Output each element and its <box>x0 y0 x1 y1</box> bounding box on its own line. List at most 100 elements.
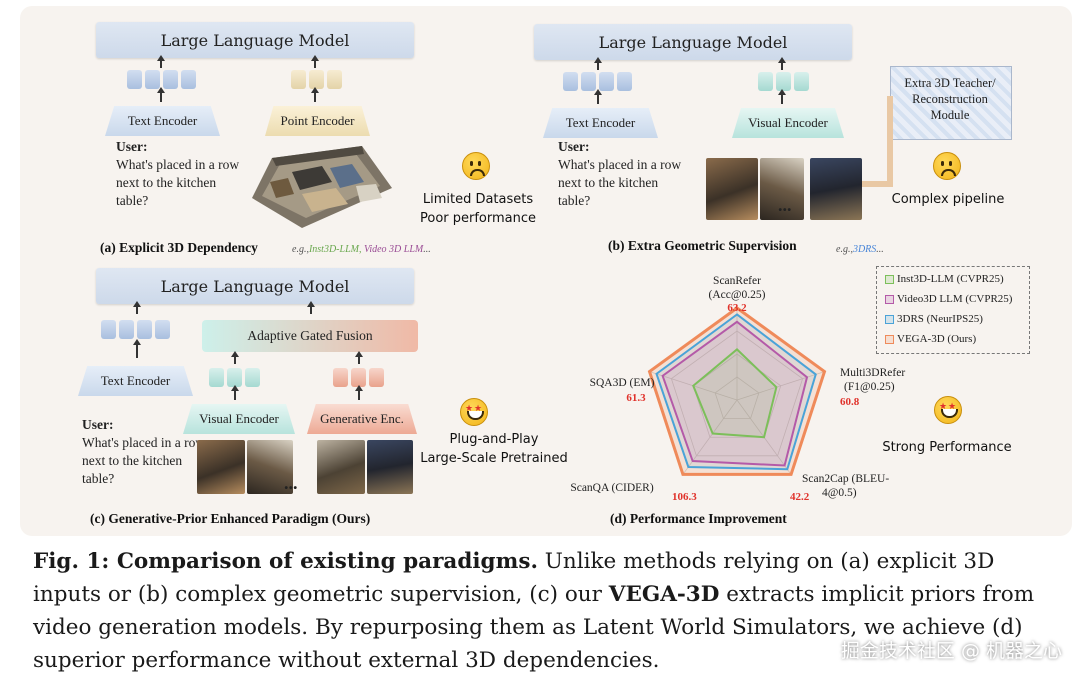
arrow-up-icon <box>157 87 165 102</box>
limitation-note-a: Limited Datasets Poor performance <box>398 190 558 228</box>
star-eyes-face-icon: ★★ <box>460 398 488 426</box>
user-query-b: User: What's placed in a row next to the… <box>558 138 688 210</box>
text-token <box>563 72 578 91</box>
eg-prefix: e.g., <box>292 244 309 255</box>
legend-swatch <box>885 314 894 324</box>
axis-label-scanqa: ScanQA (CIDER) <box>570 482 654 494</box>
radar-axis-line <box>736 371 825 401</box>
value-label-scan2cap: 42.2 <box>790 491 810 503</box>
legend-label: Video3D LLM (CVPR25) <box>897 293 1013 305</box>
limitation-note-b: Complex pipeline <box>891 192 1005 207</box>
axis-label-scanrefer: ScanRefer <box>713 275 761 287</box>
teacher-line: Extra 3D Teacher/ <box>904 76 996 90</box>
arrow-up-icon <box>307 301 315 314</box>
axis-label-scan2cap-sub: 4@0.5) <box>822 487 857 499</box>
radar-series-1 <box>661 320 809 467</box>
visual-token <box>245 368 260 387</box>
text-token <box>155 320 170 339</box>
visual-token <box>209 368 224 387</box>
legend-label: 3DRS (NeurIPS25) <box>897 313 983 325</box>
user-question: What's placed in a row next to the kitch… <box>558 157 682 208</box>
legend-swatch <box>885 274 894 284</box>
eg-prefix: e.g., <box>836 244 853 255</box>
legend-item: Inst3D-LLM (CVPR25) <box>885 273 1004 285</box>
legend-label: VEGA-3D (Ours) <box>897 333 977 345</box>
axis-label-scan2cap: Scan2Cap (BLEU- <box>802 473 889 485</box>
text-token <box>119 320 134 339</box>
arrow-up-icon <box>594 57 602 70</box>
radar-grid-ring <box>714 376 760 420</box>
legend-item: 3DRS (NeurIPS25) <box>885 313 983 325</box>
generative-token <box>333 368 348 387</box>
star-eyes-face-icon: ★★ <box>934 396 962 424</box>
text-token <box>599 72 614 91</box>
eg-suffix: ... <box>423 244 431 255</box>
video-frame-image <box>706 158 758 220</box>
text-token <box>581 72 596 91</box>
visual-token <box>794 72 809 91</box>
figure-caption: Fig. 1: Comparison of existing paradigms… <box>33 545 1068 677</box>
caption-c: (c) Generative-Prior Enhanced Paradigm (… <box>90 511 371 526</box>
point-encoder: Point Encoder <box>265 106 370 136</box>
visual-token <box>227 368 242 387</box>
watermark: 掘金技术社区 @ 机器之心 <box>840 640 1062 662</box>
video-frame-image <box>197 440 245 494</box>
method-name: VEGA-3D <box>608 582 720 607</box>
video-frame-image <box>247 440 293 494</box>
teacher-line: Reconstruction <box>912 92 988 106</box>
arrow-up-icon <box>133 301 141 314</box>
sad-face-icon <box>933 152 961 180</box>
eg-method: Inst3D-LLM, <box>308 244 362 255</box>
legend-item: VEGA-3D (Ours) <box>885 333 976 345</box>
point-token <box>309 70 324 89</box>
chart-legend: Inst3D-LLM (CVPR25) Video3D LLM (CVPR25)… <box>876 266 1030 354</box>
caption-a: (a) Explicit 3D Dependency <box>100 240 258 255</box>
text-encoder-c: Text Encoder <box>78 366 193 396</box>
user-label: User: <box>116 139 148 154</box>
caption-d: (d) Performance Improvement <box>610 511 787 526</box>
llm-box-c: Large Language Model <box>96 268 414 304</box>
teacher-module-label: Extra 3D Teacher/ Reconstruction Module <box>892 75 1008 123</box>
text-encoder-a: Text Encoder <box>105 106 220 136</box>
value-label-scanrefer: 63.2 <box>727 302 747 314</box>
figure-label: Fig. 1: Comparison of existing paradigms… <box>33 549 538 574</box>
axis-label-multi3drefer-sub: (F1@0.25) <box>844 381 895 393</box>
teacher-line: Module <box>930 108 970 122</box>
arrow-up-icon <box>355 385 363 400</box>
arrow-up-icon <box>231 385 239 400</box>
arrow-up-icon <box>778 57 786 70</box>
note-line: Poor performance <box>419 211 537 226</box>
radar-series-0 <box>692 348 778 439</box>
example-methods-a: e.g.,Inst3D-LLM, Video 3D LLM... <box>292 244 431 255</box>
arrow-up-icon <box>231 351 239 364</box>
text-token <box>145 70 160 89</box>
strong-performance-note: Strong Performance <box>882 440 1012 455</box>
text-token <box>127 70 142 89</box>
adaptive-gated-fusion: Adaptive Gated Fusion <box>202 320 418 352</box>
text-encoder-b: Text Encoder <box>543 108 658 138</box>
llm-box-a: Large Language Model <box>96 22 414 58</box>
arrow-up-icon <box>594 89 602 104</box>
user-question: What's placed in a row next to the kitch… <box>82 435 206 486</box>
video-frame-image <box>810 158 862 220</box>
user-label: User: <box>558 139 590 154</box>
generative-token <box>369 368 384 387</box>
value-label-scanqa: 106.3 <box>672 491 697 503</box>
legend-item: Video3D LLM (CVPR25) <box>885 293 1012 305</box>
axis-label-scanrefer-sub: (Acc@0.25) <box>709 289 766 301</box>
visual-token <box>758 72 773 91</box>
arrow-up-icon <box>133 339 141 358</box>
user-label: User: <box>82 417 114 432</box>
text-token <box>617 72 632 91</box>
radar-chart: ScanRefer (Acc@0.25) 63.2 Multi3DRefer (… <box>570 275 905 503</box>
generative-encoder: Generative Enc. <box>307 404 417 434</box>
caption-text: extracts implicit priors from video gene… <box>33 582 1035 673</box>
eg-method: 3DRS <box>852 244 877 255</box>
radar-grid-ring <box>670 330 804 457</box>
video-frame-image <box>367 440 413 494</box>
note-line: Limited Datasets <box>422 192 534 207</box>
legend-label: Inst3D-LLM (CVPR25) <box>897 273 1004 285</box>
eg-suffix: ... <box>876 244 884 255</box>
radar-series <box>647 306 827 476</box>
visual-encoder-b: Visual Encoder <box>732 108 844 138</box>
